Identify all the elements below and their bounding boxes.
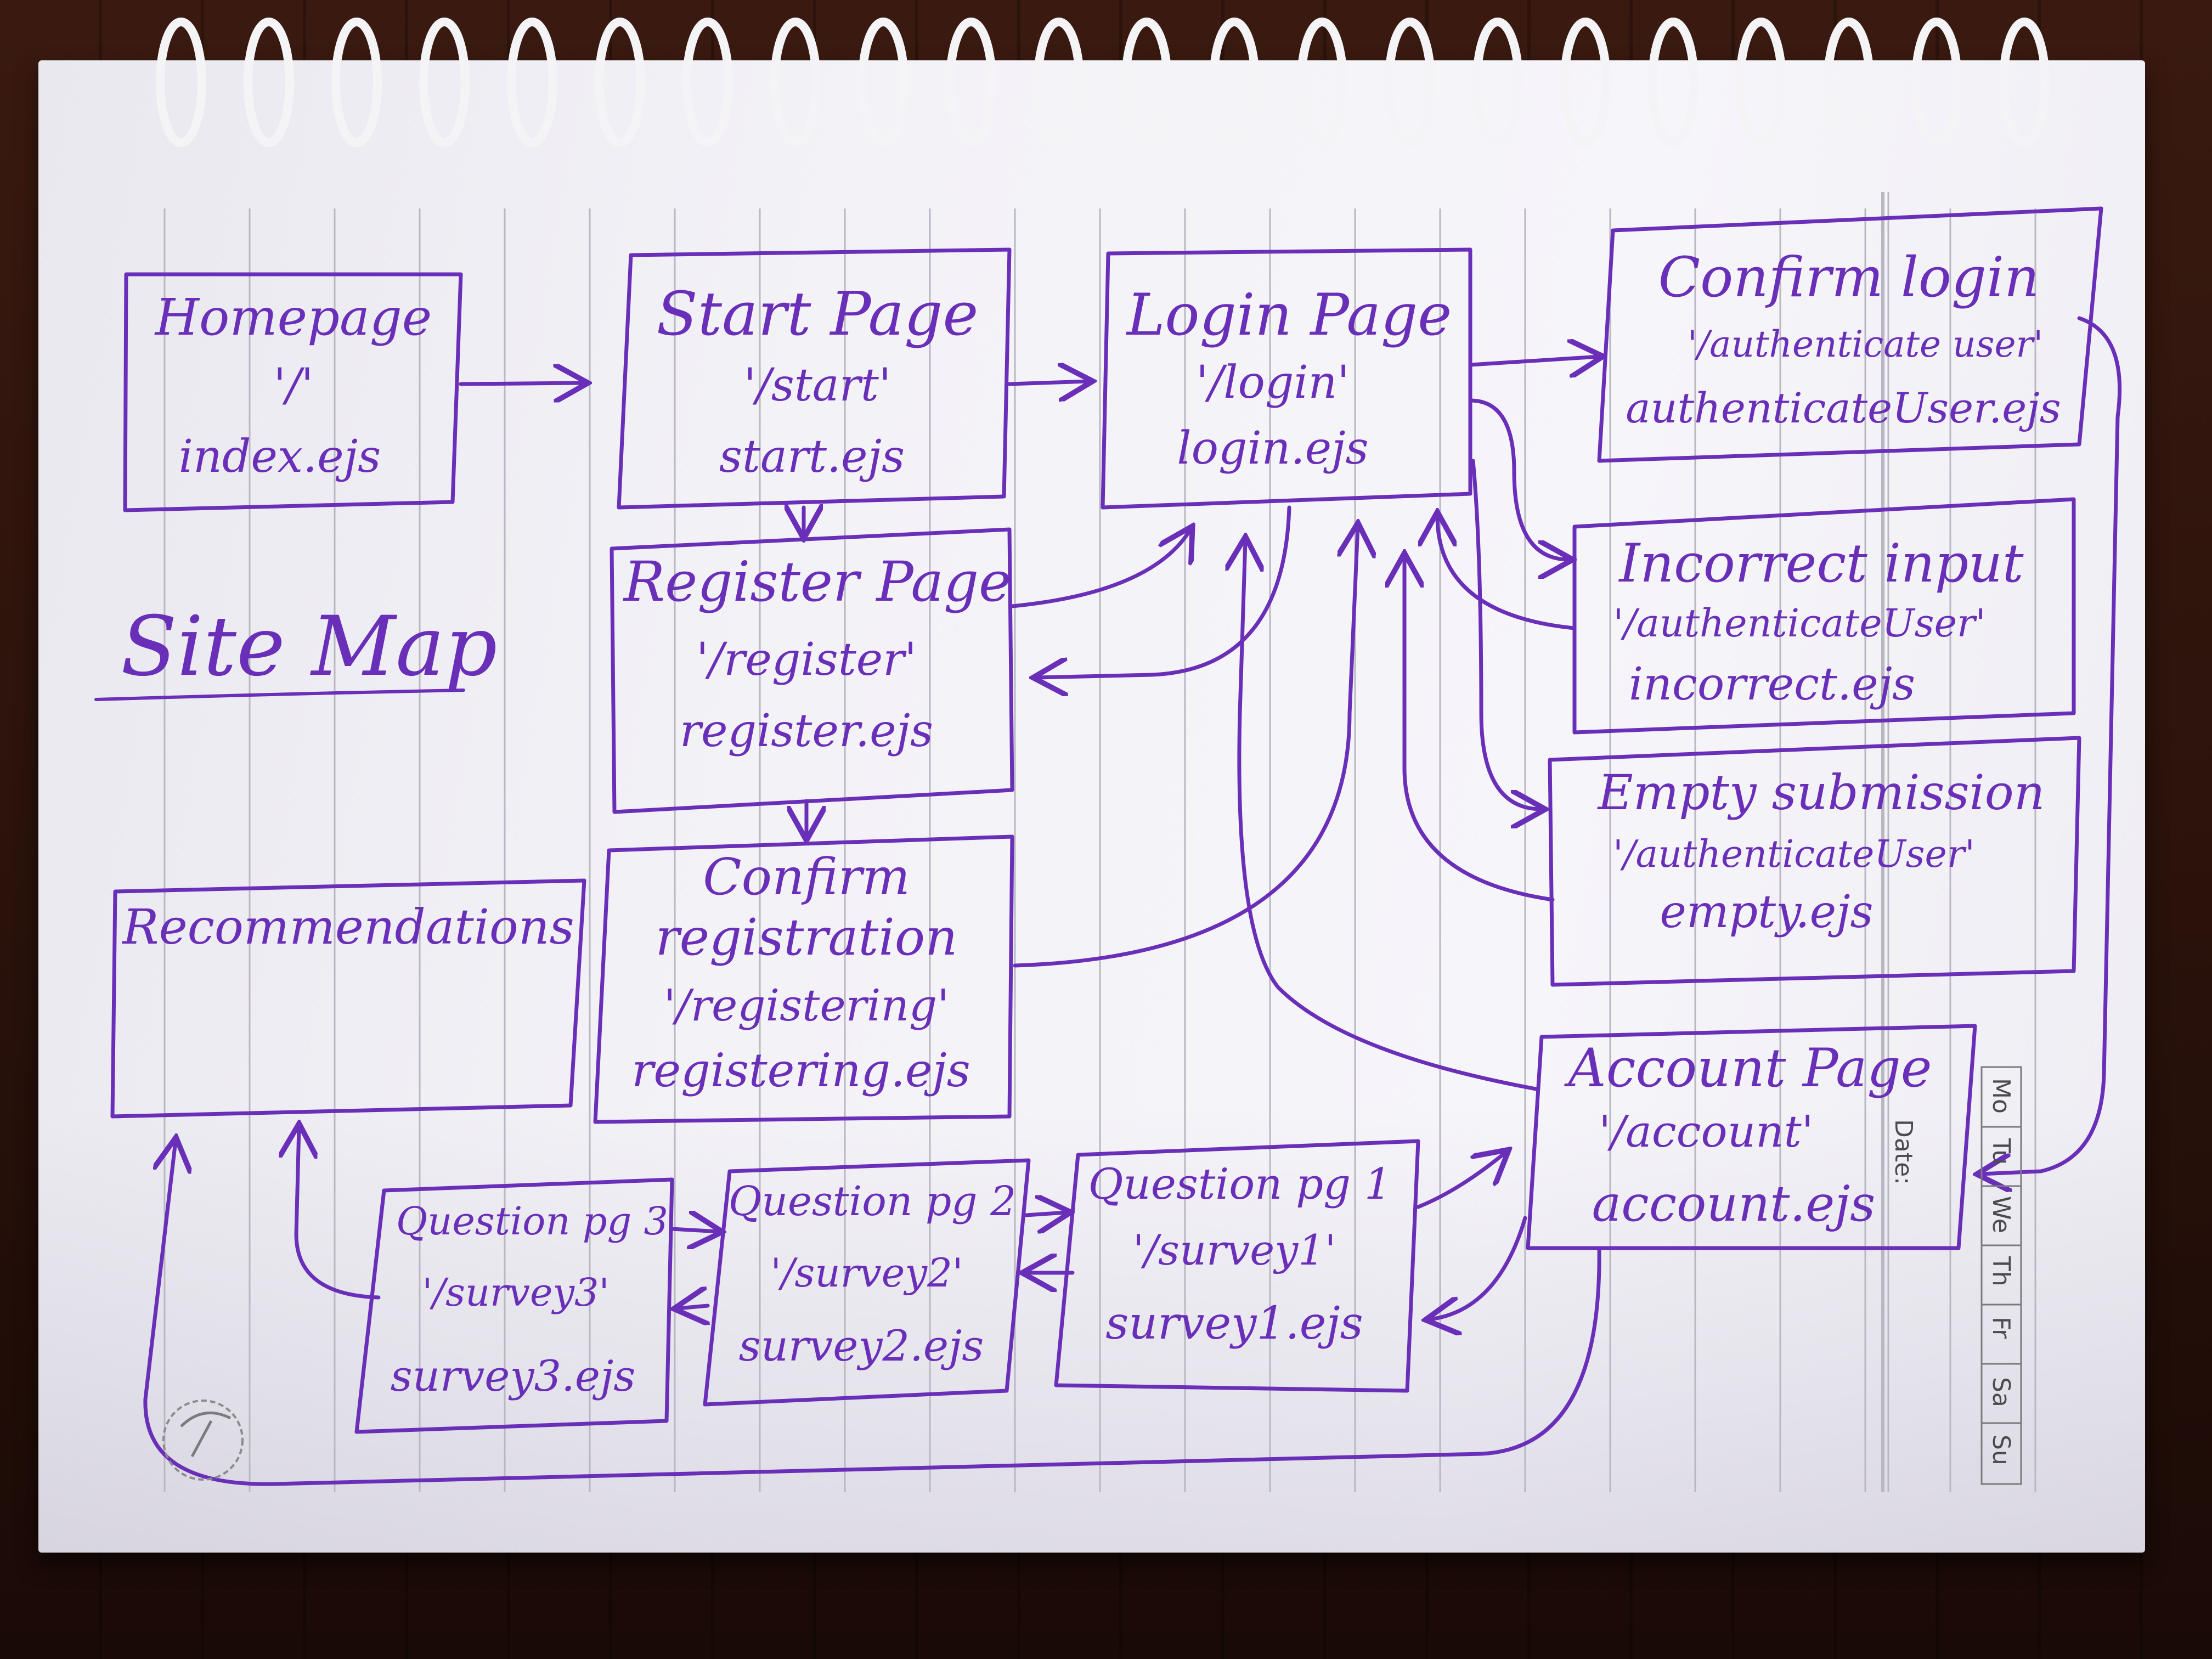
arrow-q3-recommendations <box>296 1127 381 1300</box>
day-we: We <box>1987 1196 2015 1233</box>
spiral-binding <box>156 18 2050 147</box>
homepage-title: Homepage <box>154 288 432 347</box>
node-incorrect-input: Incorrect input '/authenticateUser' inco… <box>1572 497 2076 735</box>
site-map-title: Site Map <box>94 599 498 701</box>
register-title: Register Page <box>623 550 1011 614</box>
day-sa: Sa <box>1987 1377 2015 1407</box>
arrow-account-login <box>1239 540 1538 1091</box>
arrow-confirmlogin-account <box>1980 316 2122 1174</box>
homepage-file: index.ejs <box>179 431 381 483</box>
confirm-login-route: '/authenticate user' <box>1688 323 2043 365</box>
arrow-login-incorrect <box>1468 398 1569 560</box>
confirm-registration-file: registering.ejs <box>631 1043 970 1097</box>
q1-file: survey1.ejs <box>1105 1297 1363 1350</box>
account-title: Account Page <box>1564 1037 1932 1099</box>
arrow-login-register <box>1037 505 1291 678</box>
q2-title: Question pg 2 <box>729 1178 1017 1225</box>
login-file: login.ejs <box>1177 422 1368 475</box>
empty-title: Empty submission <box>1597 764 2045 821</box>
arrow-start-login <box>1007 381 1089 384</box>
brand-logo <box>162 1400 244 1481</box>
recommendations-title: Recommendations <box>121 899 574 955</box>
node-question-pg3: Question pg 3 '/survey3' survey3.ejs <box>354 1177 674 1434</box>
login-route: '/login' <box>1196 357 1350 409</box>
arrow-q3-q2 <box>670 1229 719 1232</box>
arrow-q1-account <box>1416 1152 1506 1209</box>
register-file: register.ejs <box>680 705 933 757</box>
account-route: '/account' <box>1599 1106 1814 1157</box>
title-text: Site Map <box>121 599 498 695</box>
date-label: Date: <box>1889 1119 1917 1185</box>
day-fr: Fr <box>1987 1317 2015 1339</box>
day-th: Th <box>1987 1256 2015 1286</box>
node-recommendations: Recommendations <box>110 878 586 1119</box>
homepage-route: '/' <box>274 359 314 411</box>
incorrect-file: incorrect.ejs <box>1629 658 1915 710</box>
arrow-register-login <box>1010 529 1190 608</box>
arrow-login-empty <box>1471 459 1542 809</box>
login-title: Login Page <box>1126 281 1452 348</box>
confirm-registration-title-2: registration <box>656 908 958 967</box>
incorrect-route: '/authenticateUser' <box>1613 601 1985 646</box>
confirm-registration-title-1: Confirm <box>703 848 910 906</box>
q3-file: survey3.ejs <box>391 1352 636 1401</box>
arrow-q2-q3 <box>678 1306 708 1308</box>
q2-file: survey2.ejs <box>739 1322 984 1371</box>
node-question-pg2: Question pg 2 '/survey2' survey2.ejs <box>703 1158 1031 1407</box>
ruled-lines <box>163 192 2036 1492</box>
q2-route: '/survey2' <box>770 1250 963 1296</box>
arrow-incorrect-login <box>1437 516 1577 630</box>
node-register-page: Register Page '/register' register.ejs <box>610 527 1014 814</box>
node-empty-submission: Empty submission '/authenticateUser' emp… <box>1548 736 2081 987</box>
notebook-page <box>38 60 2145 1553</box>
node-start-page: Start Page '/start' start.ejs <box>617 247 1012 510</box>
node-account-page: Account Page '/account' account.ejs <box>1526 1024 1977 1250</box>
start-file: start.ejs <box>719 431 905 483</box>
arrow-home-start <box>459 383 584 384</box>
day-su: Su <box>1987 1435 2015 1465</box>
q1-title: Question pg 1 <box>1088 1160 1392 1209</box>
node-confirm-login: Confirm login '/authenticate user' authe… <box>1597 206 2103 463</box>
empty-file: empty.ejs <box>1660 886 1873 938</box>
q3-route: '/survey3' <box>422 1270 610 1315</box>
register-route: '/register' <box>696 634 917 686</box>
confirm-registration-route: '/registering' <box>664 980 949 1031</box>
day-tu: Tu <box>1987 1138 2015 1165</box>
node-homepage: Homepage '/' index.ejs <box>123 272 463 512</box>
confirm-login-file: authenticateUser.ejs <box>1626 383 2061 432</box>
day-mo: Mo <box>1987 1078 2015 1114</box>
confirm-login-title: Confirm login <box>1658 245 2040 309</box>
q1-route: '/survey1' <box>1133 1226 1336 1274</box>
arrow-registering-login <box>1013 527 1358 968</box>
empty-route: '/authenticateUser' <box>1613 833 1975 876</box>
arrow-account-recommendations <box>143 1141 1601 1486</box>
node-login-page: Login Page '/login' login.ejs <box>1101 247 1472 510</box>
notebook-date-panel: Date: Mo Tu We Th Fr Sa Su <box>1889 1066 2022 1485</box>
start-route: '/start' <box>744 359 891 411</box>
node-question-pg1: Question pg 1 '/survey1' survey1.ejs <box>1054 1139 1420 1393</box>
incorrect-title: Incorrect input <box>1618 533 2024 594</box>
node-confirm-registration: Confirm registration '/registering' regi… <box>593 834 1014 1124</box>
q3-title: Question pg 3 <box>396 1199 668 1244</box>
arrow-q2-q1 <box>1024 1212 1067 1215</box>
start-title: Start Page <box>656 279 978 349</box>
account-file: account.ejs <box>1592 1175 1876 1233</box>
arrow-empty-login <box>1404 557 1555 902</box>
arrow-account-q1 <box>1429 1216 1527 1319</box>
connectors <box>143 316 2122 1486</box>
arrow-login-confirmlogin <box>1468 357 1599 365</box>
